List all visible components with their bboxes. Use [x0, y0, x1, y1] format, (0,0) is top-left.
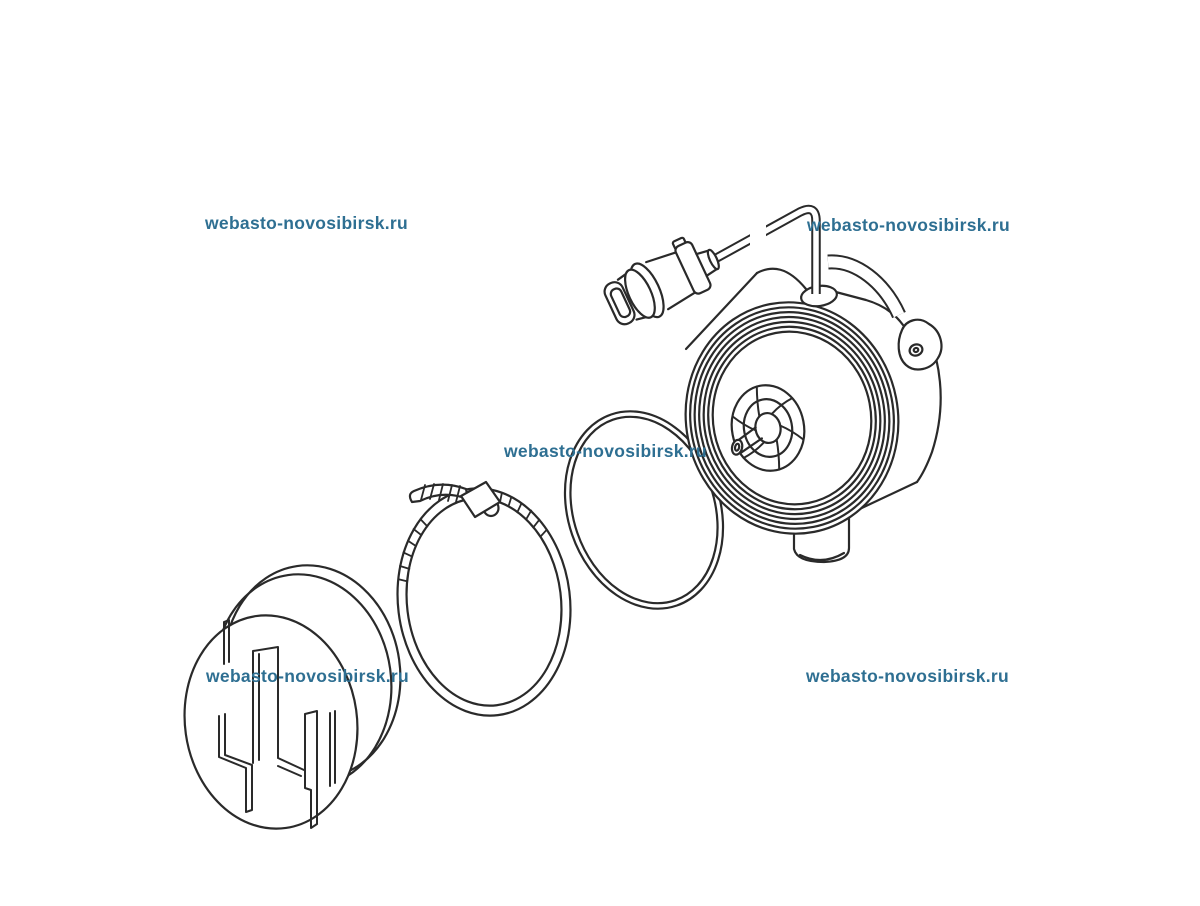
- wheel-outer-rim: [684, 301, 900, 535]
- housing-top-right-edge: [830, 289, 905, 327]
- impeller-blades: [731, 385, 805, 471]
- clamp-slots-left: [397, 518, 429, 583]
- power-cable-fill: [711, 206, 819, 294]
- wheel-rib: [707, 325, 877, 511]
- clamp-tail-hatches: [420, 483, 461, 503]
- lug-hole-center: [912, 346, 920, 354]
- housing-right-edge: [915, 356, 942, 484]
- cable-drawing-break: [750, 224, 766, 246]
- connector-rear-end: [706, 248, 720, 271]
- outlet-stub-rim: [798, 551, 846, 562]
- wheel-rib: [702, 320, 882, 516]
- fan-impeller: [730, 384, 806, 472]
- blower-wheel: [684, 301, 900, 535]
- connector-collar: [674, 241, 712, 295]
- clamp-band-inner: [405, 497, 563, 707]
- shaft-end-center: [733, 442, 741, 452]
- wheel-rib: [693, 311, 891, 525]
- connector-face-outer: [603, 281, 636, 326]
- housing-plate-top-edge: [755, 267, 808, 291]
- connector-ring-front: [624, 268, 656, 319]
- impeller-rim: [730, 384, 806, 472]
- mounting-strap-fill: [827, 256, 905, 318]
- wheel-rib: [698, 315, 886, 521]
- outlet-stub: [792, 510, 851, 564]
- end-cap-front-face: [183, 614, 359, 830]
- wheel-rib: [711, 330, 873, 506]
- end-cap: [183, 564, 402, 830]
- watermark-text: webasto-novosibirsk.ru: [806, 666, 1010, 686]
- watermark-text: webasto-novosibirsk.ru: [206, 666, 410, 686]
- electrical-connector: [603, 236, 720, 326]
- watermark-text: webasto-novosibirsk.ru: [504, 441, 708, 461]
- lug-hole: [908, 343, 924, 357]
- end-cap-slot-pattern: [218, 619, 336, 829]
- blower-motor-assembly: [603, 204, 943, 564]
- wheel-rib: [689, 306, 895, 530]
- housing-plate-left-edge: [684, 271, 759, 351]
- watermark-text: webasto-novosibirsk.ru: [205, 213, 409, 233]
- impeller-mid-ring: [742, 398, 794, 458]
- clamp-band-outer: [396, 487, 572, 717]
- connector-face-inner: [609, 287, 632, 319]
- clamp-screw-housing: [459, 480, 502, 519]
- hose-clamp: [396, 480, 572, 717]
- shaft-end: [730, 438, 744, 456]
- connector-body: [645, 250, 698, 311]
- watermark-text: webasto-novosibirsk.ru: [807, 215, 1011, 235]
